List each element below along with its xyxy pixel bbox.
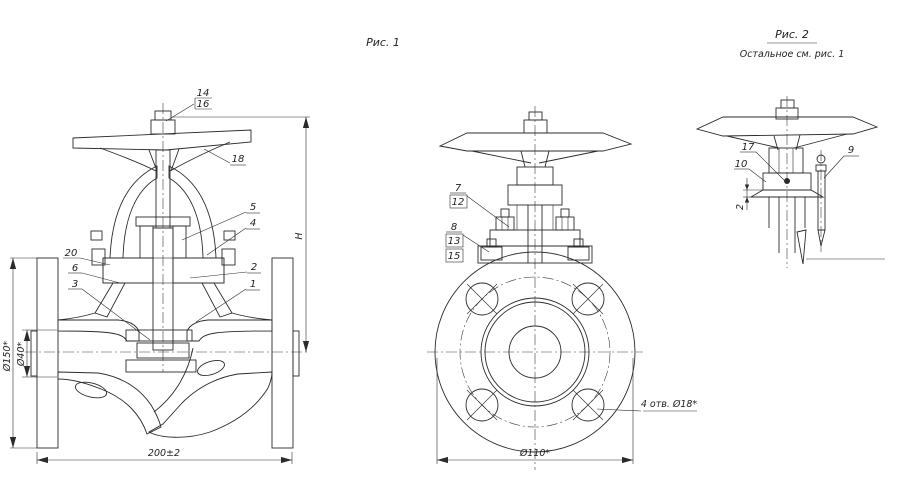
callout-17-label: 17 (742, 142, 755, 153)
section-body (57, 282, 273, 438)
section-stem (152, 149, 174, 351)
fig2-handwheel (695, 99, 879, 151)
fig1-front-view: Ø110* 4 отв. Ø18* 7 12 8 13 15 (427, 106, 697, 470)
front-handwheel (438, 111, 633, 168)
section-handwheel (72, 110, 252, 172)
callout-8-label: 8 (451, 222, 457, 233)
front-centerlines (427, 106, 643, 470)
fig2-caption: Рис. 2 (775, 28, 809, 41)
fig2-view: Рис. 2 Остальное см. рис. 1 (695, 28, 885, 268)
front-bolt-holes (465, 282, 605, 422)
callout-13-label: 13 (448, 236, 461, 247)
callout-14-label: 14 (197, 88, 210, 99)
dim-face-to-face: 200±2 (148, 448, 180, 459)
callout-20-label: 20 (65, 248, 78, 259)
front-dimensions: Ø110* 4 отв. Ø18* (436, 358, 698, 464)
section-callouts: 14 16 18 5 4 2 1 20 6 (63, 88, 261, 341)
callout-3-label: 3 (72, 279, 78, 290)
holes-note: 4 отв. Ø18* (641, 399, 698, 410)
fig2-dimensions: 2 (735, 178, 763, 210)
section-end-flanges (30, 257, 300, 449)
section-bonnet-flange (91, 248, 236, 284)
front-callouts: 7 12 8 13 15 (445, 183, 510, 263)
fig1-section-view: Ø150* Ø40* Н 200±2 14 16 18 5 (2, 88, 310, 464)
callout-16-label: 16 (197, 99, 210, 110)
dim-height: Н (294, 232, 305, 239)
dim-flange-od: Ø150* (2, 341, 13, 373)
callout-1-label: 1 (250, 279, 256, 290)
indicator-dot (784, 178, 790, 184)
callout-12-label: 12 (452, 197, 465, 208)
dim-flange-dia: Ø110* (519, 448, 551, 459)
callout-7-label: 7 (455, 183, 462, 194)
callout-2-label: 2 (251, 262, 257, 273)
fig2-stem-housing (749, 147, 885, 265)
callout-6-label: 6 (72, 263, 78, 274)
callout-18-label: 18 (232, 154, 245, 165)
callout-10-label: 10 (735, 159, 748, 170)
fig2-callouts: 17 10 9 (734, 142, 859, 183)
callout-15-label: 15 (448, 251, 461, 262)
callout-4-label: 4 (250, 218, 256, 229)
callout-5-label: 5 (250, 202, 256, 213)
section-dimensions: Ø150* Ø40* Н 200±2 (2, 116, 310, 464)
front-bonnet-assembly (477, 166, 593, 264)
fig2-note: Остальное см. рис. 1 (740, 49, 845, 60)
section-centerlines (25, 103, 310, 372)
callout-9-label: 9 (848, 145, 854, 156)
dim-plate-thickness: 2 (735, 204, 746, 210)
dim-bore: Ø40* (16, 342, 27, 368)
fig2-indicator-pin (815, 150, 827, 252)
fig1-caption: Рис. 1 (366, 36, 400, 49)
